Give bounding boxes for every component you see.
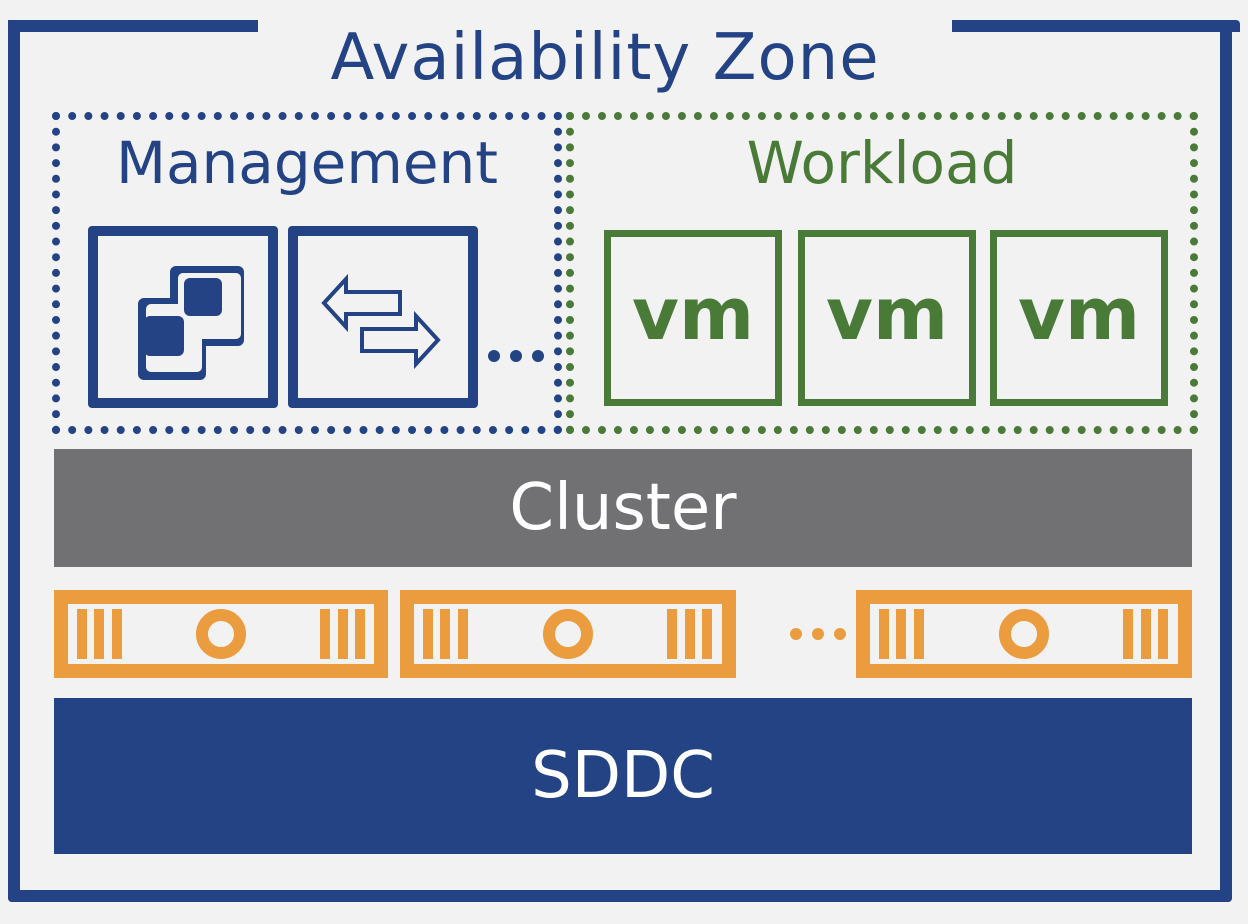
cluster-label: Cluster: [509, 471, 737, 545]
vm-label: vm: [632, 272, 754, 356]
availability-zone-title: Availability Zone: [330, 21, 880, 95]
zone-frame-top-left: [8, 20, 258, 32]
management-item-vcenter: [88, 226, 278, 408]
vm-box: vm: [798, 230, 976, 406]
management-more-ellipsis: [486, 346, 548, 370]
host-server: [856, 590, 1192, 678]
sddc-label: SDDC: [531, 739, 715, 813]
ellipsis-dot: [834, 628, 846, 640]
management-group: [52, 112, 562, 434]
sddc-bar: SDDC: [54, 698, 1192, 854]
server-host-icon: [879, 609, 1168, 659]
management-item-exchange: [288, 226, 478, 408]
server-host-icon: [77, 609, 365, 659]
ellipsis-dot: [532, 350, 544, 362]
vm-label: vm: [1018, 272, 1140, 356]
hosts-more-ellipsis: [788, 624, 850, 648]
vm-box: vm: [990, 230, 1168, 406]
workload-title: Workload: [746, 129, 1018, 197]
ellipsis-dot: [812, 628, 824, 640]
ellipsis-dot: [510, 350, 522, 362]
host-server: [400, 590, 736, 678]
management-title: Management: [115, 129, 499, 197]
exchange-arrows-icon: [321, 273, 441, 370]
server-host-icon: [423, 609, 712, 659]
availability-zone-frame: [8, 20, 1232, 902]
vm-label: vm: [826, 272, 948, 356]
workload-group: [566, 112, 1198, 434]
zone-frame-top-right: [952, 20, 1240, 32]
host-server: [54, 590, 388, 678]
ellipsis-dot: [488, 350, 500, 362]
cluster-bar: Cluster: [54, 449, 1192, 567]
vm-box: vm: [604, 230, 782, 406]
ellipsis-dot: [790, 628, 802, 640]
vcenter-blocks-icon: [138, 266, 244, 380]
